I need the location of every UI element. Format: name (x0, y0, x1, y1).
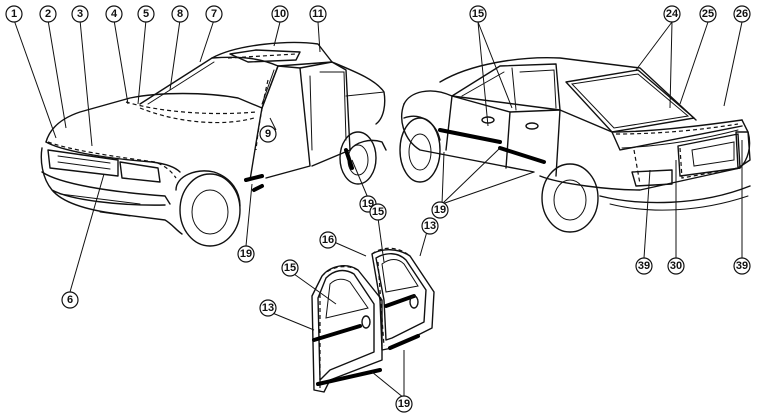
callout-39-right: 39 (733, 257, 751, 275)
door-panels-illustration (311, 247, 435, 393)
front-car-illustration (40, 41, 387, 247)
svg-text:19: 19 (434, 204, 446, 216)
callout-2: 2 (39, 5, 57, 23)
svg-text:13: 13 (262, 302, 274, 314)
svg-text:8: 8 (177, 8, 183, 20)
callout-3: 3 (71, 5, 89, 23)
svg-text:3: 3 (77, 8, 83, 20)
svg-text:10: 10 (274, 8, 286, 20)
svg-text:19: 19 (240, 248, 252, 260)
callout-9: 9 (259, 125, 277, 143)
svg-text:26: 26 (736, 8, 748, 20)
callout-4: 4 (105, 5, 123, 23)
callout-15-rear-car: 15 (469, 5, 487, 23)
callout-13-front-door: 13 (259, 299, 277, 317)
svg-text:15: 15 (284, 262, 296, 274)
callout-39-left: 39 (635, 257, 653, 275)
svg-text:1: 1 (11, 8, 17, 20)
svg-text:24: 24 (666, 8, 679, 20)
callout-11: 11 (309, 5, 327, 23)
svg-text:11: 11 (312, 8, 324, 20)
svg-text:9: 9 (265, 128, 271, 140)
rear-car-illustration (399, 57, 751, 233)
svg-text:39: 39 (736, 260, 748, 272)
callout-16: 16 (319, 231, 337, 249)
svg-text:13: 13 (424, 220, 436, 232)
callout-24: 24 (663, 5, 681, 23)
svg-text:5: 5 (143, 8, 149, 20)
callout-15-front-door: 15 (281, 259, 299, 277)
callout-13-rear-door: 13 (421, 217, 439, 235)
callout-15-rear-door: 15 (369, 203, 387, 221)
callout-25: 25 (699, 5, 717, 23)
svg-text:39: 39 (638, 260, 650, 272)
leader-lines (13, 19, 743, 399)
svg-text:2: 2 (45, 8, 51, 20)
callout-10: 10 (271, 5, 289, 23)
callout-1: 1 (5, 5, 23, 23)
svg-text:6: 6 (67, 294, 73, 306)
svg-text:15: 15 (472, 8, 484, 20)
svg-text:16: 16 (322, 234, 334, 246)
callout-19-doors: 19 (395, 395, 413, 413)
callout-19-front-sill: 19 (237, 245, 255, 263)
callout-26: 26 (733, 5, 751, 23)
svg-text:25: 25 (702, 8, 714, 20)
callout-5: 5 (137, 5, 155, 23)
svg-text:30: 30 (670, 260, 682, 272)
svg-text:15: 15 (372, 206, 384, 218)
callout-19-rear-car: 19 (431, 201, 449, 219)
svg-text:4: 4 (111, 8, 118, 20)
callout-8: 8 (171, 5, 189, 23)
callout-7: 7 (205, 5, 223, 23)
svg-text:19: 19 (398, 398, 410, 410)
callout-30: 30 (667, 257, 685, 275)
svg-text:7: 7 (211, 8, 217, 20)
callout-6: 6 (61, 291, 79, 309)
